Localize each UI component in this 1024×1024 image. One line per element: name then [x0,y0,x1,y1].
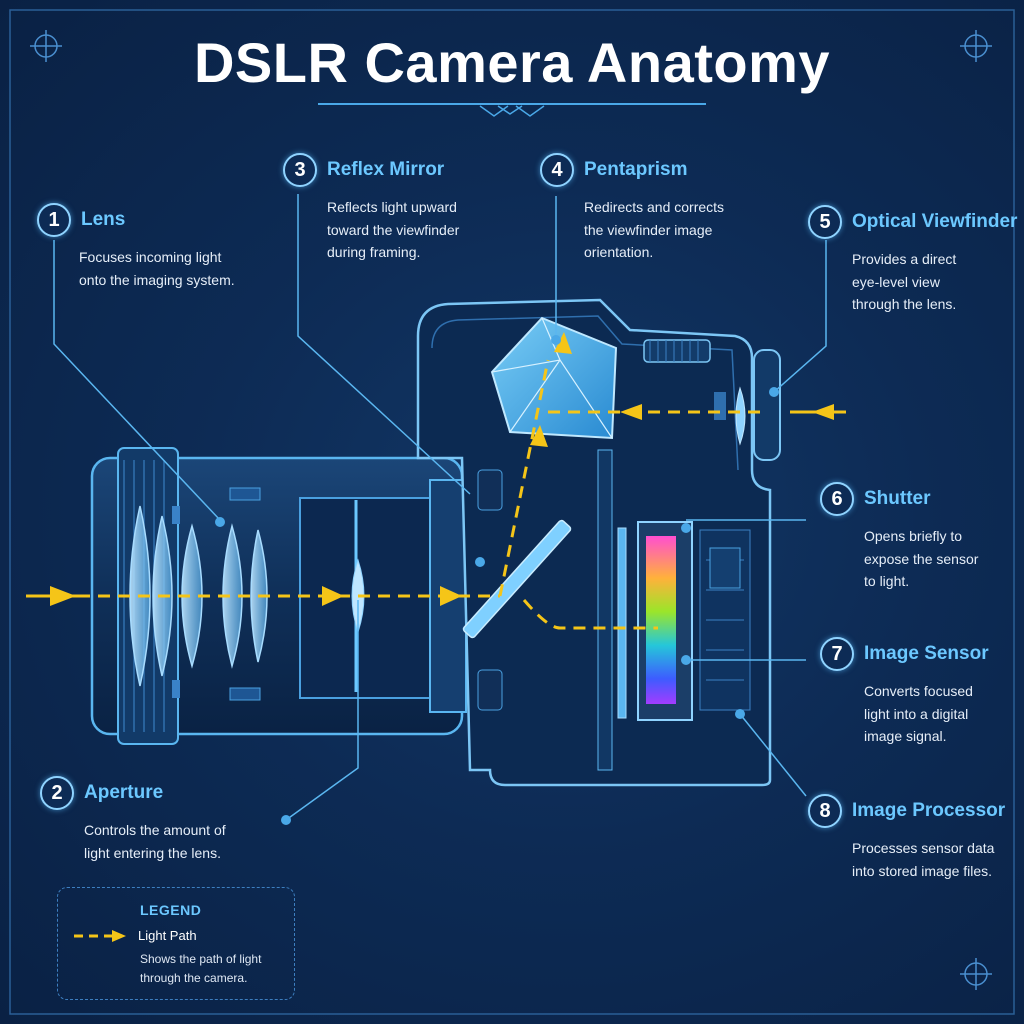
callout-label: Pentaprism [584,159,688,180]
legend-item-label: Light Path [138,928,197,943]
callout-number: 5 [808,205,842,239]
callout-label: Optical Viewfinder [852,211,1018,232]
frame-border [9,9,1015,1015]
pentaprism [490,316,618,440]
page-title: DSLR Camera Anatomy [193,31,831,94]
callout-label: Lens [81,209,126,230]
callout-label: Image Processor [852,800,1006,821]
shutter-curtain [617,527,627,719]
legend-title: LEGEND [140,902,202,918]
callout-label: Aperture [84,782,164,803]
leader-lines [53,194,827,821]
callout-number: 6 [820,482,854,516]
crosshair-icon [30,30,992,990]
legend-item: Light Path [72,928,197,943]
callout-label: Shutter [864,488,931,509]
callout-number: 4 [540,153,574,187]
legend-box: LEGEND Light Path Shows the path of ligh… [57,887,295,1000]
callout-number: 7 [820,637,854,671]
callout-label: Reflex Mirror [327,159,445,180]
leader-dots [215,335,779,825]
eyepiece [714,349,781,461]
callout-number: 1 [37,203,71,237]
reflex-mirror [462,519,572,639]
dashed-arrow-icon [74,929,126,942]
callout-number: 3 [283,153,317,187]
callout-number: 2 [40,776,74,810]
image-sensor [637,521,693,721]
light-path [78,359,760,630]
callout-number: 8 [808,794,842,828]
callout-label: Image Sensor [864,643,989,664]
